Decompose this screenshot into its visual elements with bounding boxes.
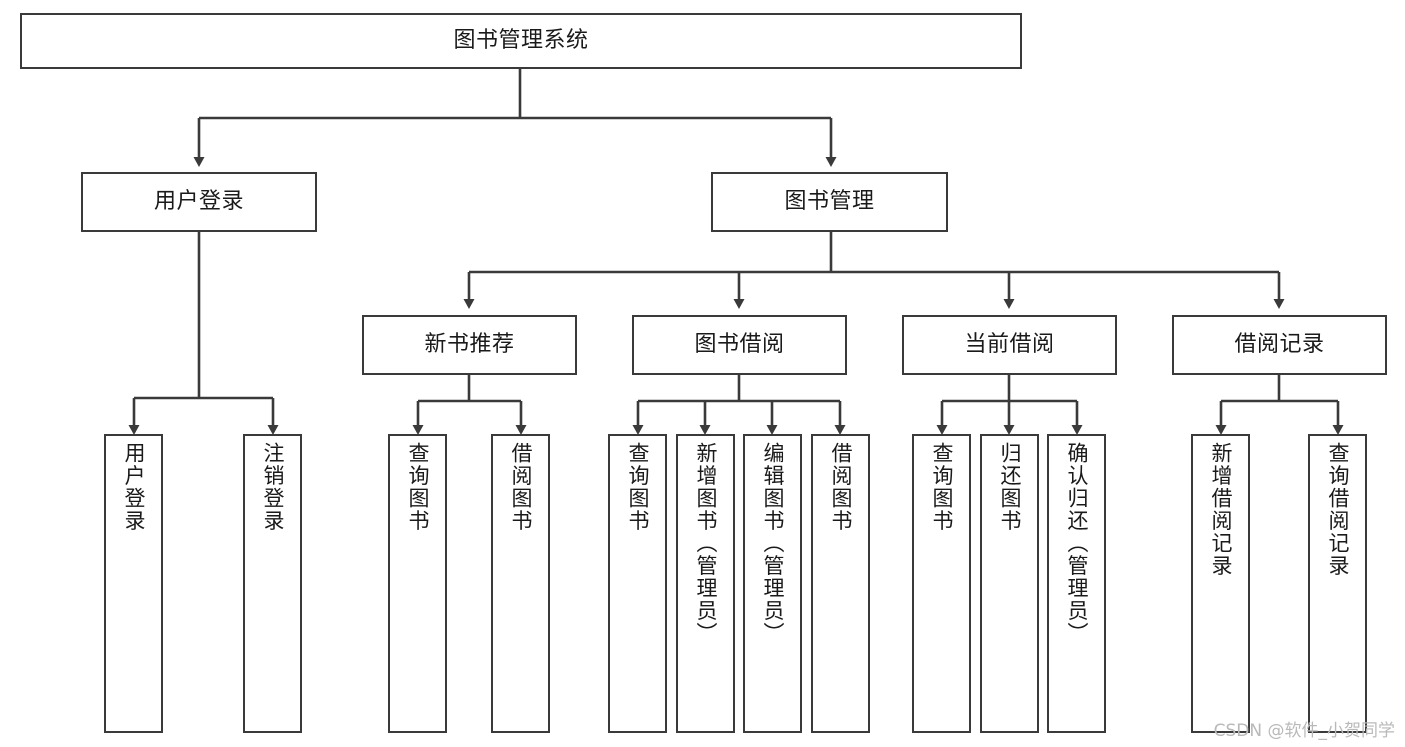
node-leaf-borrow-book-1[interactable]: 借阅图书 xyxy=(491,434,550,733)
node-label: 当前借阅 xyxy=(964,332,1055,358)
node-label: 用户登录 xyxy=(153,189,244,215)
node-label: 新书推荐 xyxy=(424,332,515,358)
node-leaf-query-borrow-record[interactable]: 查询借阅记录 xyxy=(1308,434,1367,733)
node-label: 借阅图书 xyxy=(829,442,853,532)
node-leaf-edit-book[interactable]: 编辑图书（管理员） xyxy=(743,434,802,733)
node-book-manage[interactable]: 图书管理 xyxy=(711,172,948,232)
node-label: 图书管理 xyxy=(784,189,875,215)
node-leaf-borrow-book-2[interactable]: 借阅图书 xyxy=(811,434,870,733)
node-leaf-query-book-1[interactable]: 查询图书 xyxy=(388,434,447,733)
node-label: 确认归还（管理员） xyxy=(1065,442,1089,645)
node-user-login[interactable]: 用户登录 xyxy=(81,172,317,232)
node-label: 查询借阅记录 xyxy=(1326,442,1350,577)
node-leaf-add-borrow-record[interactable]: 新增借阅记录 xyxy=(1191,434,1250,733)
node-leaf-user-login[interactable]: 用户登录 xyxy=(104,434,163,733)
node-label: 图书管理系统 xyxy=(453,28,589,54)
node-label: 新增借阅记录 xyxy=(1209,442,1233,577)
watermark-text: CSDN @软件_小贺同学 xyxy=(1213,721,1395,741)
node-label: 归还图书 xyxy=(998,442,1022,532)
node-leaf-logout-login[interactable]: 注销登录 xyxy=(243,434,302,733)
node-leaf-query-book-2[interactable]: 查询图书 xyxy=(608,434,667,733)
node-label: 编辑图书（管理员） xyxy=(761,442,785,645)
node-leaf-query-book-3[interactable]: 查询图书 xyxy=(912,434,971,733)
node-label: 新增图书（管理员） xyxy=(694,442,718,645)
node-label: 借阅记录 xyxy=(1234,332,1325,358)
node-leaf-add-book[interactable]: 新增图书（管理员） xyxy=(676,434,735,733)
node-book-borrow[interactable]: 图书借阅 xyxy=(632,315,847,375)
node-label: 用户登录 xyxy=(122,442,146,532)
node-current-borrow[interactable]: 当前借阅 xyxy=(902,315,1117,375)
node-label: 查询图书 xyxy=(626,442,650,532)
node-label: 图书借阅 xyxy=(694,332,785,358)
node-leaf-return-book[interactable]: 归还图书 xyxy=(980,434,1039,733)
node-root-book-management-system[interactable]: 图书管理系统 xyxy=(20,13,1022,69)
node-label: 注销登录 xyxy=(261,442,285,532)
node-label: 查询图书 xyxy=(406,442,430,532)
node-label: 借阅图书 xyxy=(509,442,533,532)
node-leaf-confirm-return[interactable]: 确认归还（管理员） xyxy=(1047,434,1106,733)
node-new-book-recommend[interactable]: 新书推荐 xyxy=(362,315,577,375)
node-borrow-record[interactable]: 借阅记录 xyxy=(1172,315,1387,375)
node-label: 查询图书 xyxy=(930,442,954,532)
